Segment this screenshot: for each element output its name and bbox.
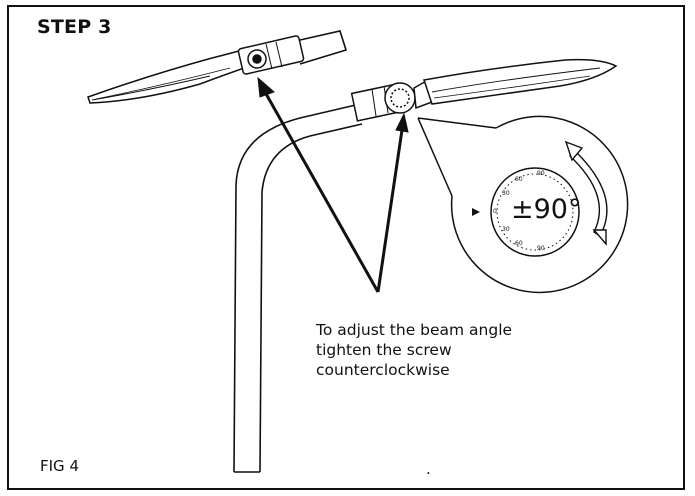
figure-frame — [7, 5, 685, 490]
right-luminaire — [350, 58, 618, 122]
dial-tick-0: 0 — [493, 208, 497, 215]
angle-dial — [472, 167, 580, 257]
instruction-line-3: counterclockwise — [316, 361, 450, 379]
instruction-caption: To adjust the beam angle tighten the scr… — [316, 320, 576, 380]
upper-luminaire — [87, 35, 305, 104]
rotation-arrow-icon — [564, 140, 608, 246]
pole — [233, 103, 363, 473]
dial-tick-60-bottom: 60 — [515, 240, 523, 247]
step-title: STEP 3 — [37, 16, 112, 38]
dial-tick-90-bottom: 90 — [537, 245, 545, 252]
dial-angle-label: ±90° — [511, 194, 582, 225]
dial-tick-30-bottom: 30 — [502, 226, 510, 233]
stray-mark: . — [426, 460, 431, 478]
upper-pole-arm — [299, 30, 348, 65]
dial-tick-60-top: 60 — [515, 176, 523, 183]
figure-label: FIG 4 — [40, 457, 79, 475]
pointer-arrows — [257, 76, 409, 293]
instruction-line-2: tighten the screw — [316, 341, 452, 359]
instruction-line-1: To adjust the beam angle — [316, 321, 513, 339]
dial-tick-90-top: 90 — [537, 170, 545, 177]
dial-tick-30-top: 30 — [502, 190, 510, 197]
dial-callout — [417, 115, 629, 294]
